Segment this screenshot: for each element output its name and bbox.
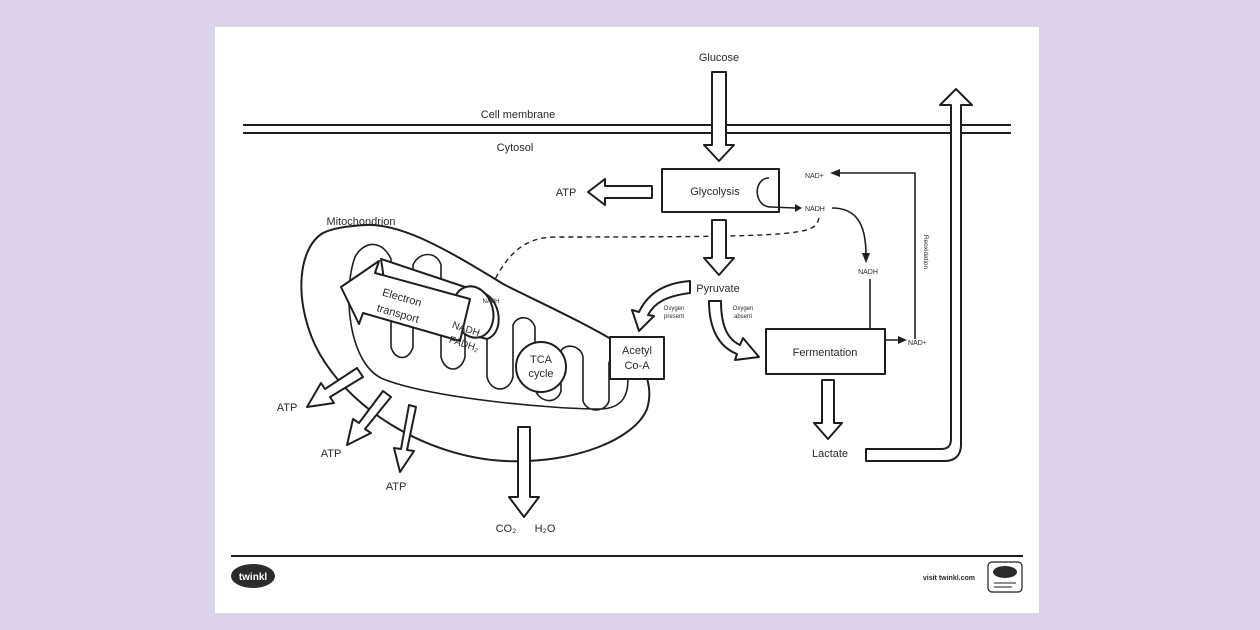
- cytosol-label: Cytosol: [497, 142, 534, 154]
- nad-loop-arrowhead: [795, 204, 802, 212]
- quality-badge-icon: [987, 561, 1023, 593]
- oxygen-absent-arrow: [708, 300, 760, 361]
- nadh-to-ferm-arrowhead: [898, 336, 907, 344]
- co2-h2o-arrow: [508, 426, 540, 518]
- glucose-label: Glucose: [699, 52, 739, 64]
- tca-cycle-circle: [515, 341, 567, 393]
- fermentation-label: Fermentation: [793, 347, 858, 359]
- nadh-top-label: NADH: [805, 206, 825, 213]
- cell-membrane: [243, 124, 1011, 134]
- tca-label-2: cycle: [528, 368, 553, 380]
- oxygen-present-label-1: Oxygen: [664, 306, 685, 312]
- footer-url: visit twinkl.com: [923, 575, 975, 582]
- atp-arrow-2: [346, 390, 392, 446]
- acetyl-coa-box: [609, 336, 665, 380]
- oxygen-absent-label-2: absent: [734, 314, 752, 320]
- oxygen-absent-label-1: Oxygen: [733, 306, 754, 312]
- nadh-right-label: NADH: [858, 269, 878, 276]
- nadh-right-arrowhead: [862, 253, 870, 263]
- twinkl-logo-text: twinkl: [239, 572, 268, 583]
- atp-arrow-1: [306, 367, 364, 408]
- atp-label-2: ATP: [321, 448, 342, 460]
- acetyl-label-2: Co-A: [624, 360, 650, 372]
- pyruvate-arrow: [703, 219, 735, 276]
- reoxidation-line: [833, 172, 916, 339]
- tca-label-1: TCA: [530, 354, 553, 366]
- oxygen-present-arrow: [631, 280, 691, 332]
- cell-membrane-label: Cell membrane: [481, 109, 556, 121]
- worksheet-page: Cell membrane Cytosol Glucose Glycolysis…: [215, 27, 1039, 613]
- atp-label-3: ATP: [386, 481, 407, 493]
- mitochondrion-inner-membrane: [348, 243, 629, 411]
- mitochondrion-label: Mitochondrion: [326, 216, 395, 228]
- electron-transport-arrow: [340, 260, 471, 342]
- glycolysis-box: [661, 168, 780, 213]
- lactate-arrow: [813, 379, 843, 440]
- reoxidation-label: Reoxidation: [922, 235, 929, 270]
- nad-loop: [756, 177, 772, 208]
- reoxidation-arrowhead: [830, 169, 840, 177]
- nadh-small-label: NADH: [482, 299, 499, 305]
- twinkl-logo: twinkl: [231, 564, 275, 588]
- nadh-right-curve: [831, 207, 867, 256]
- atp-glycolysis-arrow: [587, 178, 653, 206]
- cellular-respiration-diagram: Cell membrane Cytosol Glucose Glycolysis…: [231, 52, 1023, 593]
- glucose-arrow: [703, 71, 735, 162]
- lactate-exit-arrow: [865, 88, 973, 462]
- oxygen-present-label-2: present: [664, 314, 684, 320]
- fermentation-box: [765, 328, 886, 375]
- atp-glycolysis-label: ATP: [556, 187, 577, 199]
- pyruvate-label: Pyruvate: [696, 283, 739, 295]
- co2-label: CO₂: [496, 523, 517, 535]
- nad-loop-link: [770, 206, 796, 209]
- nadh-dashed-line: [486, 217, 820, 296]
- acetyl-label-1: Acetyl: [622, 345, 652, 357]
- atp-arrow-3: [393, 404, 417, 473]
- glycolysis-label: Glycolysis: [690, 186, 740, 198]
- h2o-label: H₂O: [535, 523, 556, 535]
- atp-label-1: ATP: [277, 402, 298, 414]
- lactate-label: Lactate: [812, 448, 848, 460]
- nad-plus-top-label: NAD+: [805, 173, 824, 180]
- nad-plus-ferm-label: NAD+: [908, 340, 927, 347]
